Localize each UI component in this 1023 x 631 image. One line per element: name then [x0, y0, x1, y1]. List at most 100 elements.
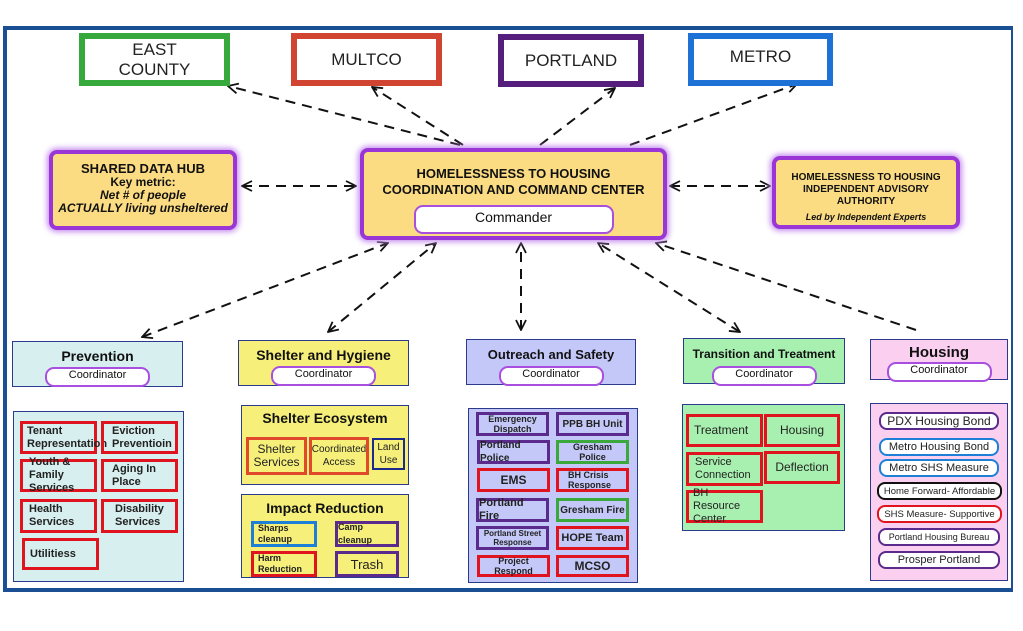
unit-mcso: MCSO: [556, 555, 629, 577]
command-center-title: COORDINATION AND COMMAND CENTER: [382, 182, 645, 197]
transition-label: Treatment: [694, 423, 749, 437]
dept-title: Shelter and Hygiene: [256, 347, 391, 363]
service-health: Health Services: [20, 499, 97, 533]
unit-gresham-fire: Gresham Fire: [556, 498, 629, 522]
camp-cleanup: Camp cleanup: [335, 521, 399, 547]
unit-label: EMS: [500, 472, 527, 487]
dept-prevention: Prevention Coordinator: [12, 341, 183, 387]
service-treatment: Treatment: [686, 414, 763, 447]
program-pdx-housing-bond: PDX Housing Bond: [879, 412, 999, 430]
service-eviction-prevention: Eviction Preventioin: [101, 421, 178, 454]
data-hub-subtitle: Key metric:: [110, 175, 176, 189]
service-deflection: Deflection: [764, 451, 840, 484]
program-shs-measure-supportive: SHS Measure- Supportive: [877, 505, 1002, 523]
sharps-cleanup: Sharps cleanup: [251, 521, 317, 547]
coordinator-pill: Coordinator: [271, 366, 376, 386]
service-label: Tenant Representation: [27, 424, 108, 450]
harm-reduction: Harm Reduction: [251, 551, 317, 577]
impact-item-label: Harm Reduction: [258, 553, 302, 574]
arrow-shelter: [328, 243, 436, 332]
arrow-to-multco: [372, 87, 464, 146]
diagram-frame: [3, 26, 1013, 592]
unit-label: PPB BH Unit: [562, 418, 623, 430]
unit-label: BH Crisis Response: [568, 470, 612, 490]
shelter-services: Shelter Services: [246, 437, 307, 475]
arrow-to-east-county: [228, 86, 461, 146]
service-tenant-representation: Tenant Representation: [20, 421, 107, 454]
jurisdiction-label: MULTCO: [331, 49, 402, 69]
program-prosper-portland: Prosper Portland: [878, 551, 1000, 569]
unit-label: HOPE Team: [561, 531, 624, 544]
data-hub-metric: Net # of people: [99, 188, 186, 202]
transition-label: Deflection: [775, 460, 829, 474]
jurisdiction-label: PORTLAND: [524, 50, 618, 70]
advisory-title: INDEPENDENT ADVISORY: [803, 184, 929, 195]
dept-shelter-hygiene: Shelter and Hygiene Coordinator: [238, 340, 409, 386]
unit-gresham-police: Gresham Police: [556, 440, 629, 464]
arrow-housing: [656, 243, 917, 331]
unit-portland-fire: Portland Fire: [476, 497, 549, 522]
data-hub-title: SHARED DATA HUB: [81, 161, 205, 176]
jurisdiction-label: METRO: [729, 47, 792, 66]
advisory-title: HOMELESSNESS TO HOUSING: [791, 172, 941, 183]
unit-label: Project Respond: [494, 556, 533, 576]
unit-label: MCSO: [574, 558, 611, 573]
arrow-to-metro: [629, 84, 797, 146]
service-connection: Service Connection: [686, 452, 763, 486]
trash: Trash: [335, 551, 399, 577]
command-center-title: HOMELESSNESS TO HOUSING: [416, 166, 611, 181]
dept-title: Housing: [909, 344, 969, 361]
coordinator-pill: Coordinator: [886, 362, 992, 382]
service-label: Eviction Preventioin: [112, 424, 172, 450]
dept-outreach-safety: Outreach and Safety Coordinator: [466, 339, 636, 386]
commander-role: Commander: [413, 205, 614, 234]
program-label: PDX Housing Bond: [887, 414, 991, 428]
transition-label: BH Resource Center: [693, 487, 741, 525]
transition-label: Housing: [779, 423, 825, 437]
coordinator-pill: Coordinator: [45, 367, 150, 387]
shelter-item-label: Land Use: [377, 442, 400, 466]
unit-label: Gresham Police: [572, 442, 613, 462]
coordinated-access: Coordinated Access: [309, 437, 369, 475]
service-bh-resource-center: BH Resource Center: [686, 487, 763, 525]
service-label: Disability Services: [115, 503, 164, 528]
arrow-to-portland: [539, 88, 615, 146]
unit-label: Portland Police: [480, 440, 521, 464]
jurisdiction-label: COUNTY: [118, 59, 191, 79]
housing-programs-group: PDX Housing Bond Metro Housing Bond Metr…: [870, 403, 1008, 581]
program-label: Metro SHS Measure: [889, 462, 989, 474]
dept-title: Outreach and Safety: [487, 347, 615, 362]
impact-reduction-group: Impact Reduction Sharps cleanup Camp cle…: [241, 494, 409, 578]
land-use: Land Use: [372, 438, 405, 470]
shelter-ecosystem-title: Shelter Ecosystem: [262, 410, 388, 426]
service-label: Youth & Family Services: [29, 456, 75, 494]
dept-transition-treatment: Transition and Treatment Coordinator: [683, 338, 845, 386]
unit-label: Gresham Fire: [560, 504, 625, 516]
service-youth-family: Youth & Family Services: [20, 456, 97, 494]
transition-services-group: Treatment Housing Service Connection Def…: [682, 404, 845, 531]
shared-data-hub: SHARED DATA HUB Key metric: Net # of peo…: [49, 150, 237, 230]
coordinator-pill: Coordinator: [498, 366, 604, 386]
command-center: HOMELESSNESS TO HOUSING COORDINATION AND…: [360, 148, 667, 240]
impact-item-label: Sharps cleanup: [258, 523, 293, 544]
program-label: Home Forward- Affordable: [883, 485, 996, 497]
unit-portland-street-response: Portland Street Response: [476, 526, 549, 550]
transition-label: Service Connection: [695, 456, 751, 481]
unit-portland-police: Portland Police: [477, 440, 550, 464]
shelter-item-label: Coordinated Access: [311, 444, 367, 468]
unit-project-respond: Project Respond: [477, 555, 550, 577]
service-label: Utilitiess: [30, 547, 76, 560]
program-label: Portland Housing Bureau: [888, 532, 990, 542]
jurisdiction-portland: PORTLAND: [498, 34, 644, 87]
program-label: Metro Housing Bond: [888, 441, 990, 453]
arrow-prevention: [142, 243, 388, 337]
advisory-title: AUTHORITY: [836, 196, 896, 207]
impact-reduction-title: Impact Reduction: [266, 500, 384, 516]
service-label: Health Services: [29, 503, 75, 528]
unit-label: Portland Fire: [479, 497, 524, 522]
arrow-transition: [598, 243, 740, 332]
program-home-forward: Home Forward- Affordable: [877, 482, 1002, 500]
service-utilities: Utilitiess: [22, 538, 99, 570]
dept-title: Transition and Treatment: [692, 347, 836, 361]
